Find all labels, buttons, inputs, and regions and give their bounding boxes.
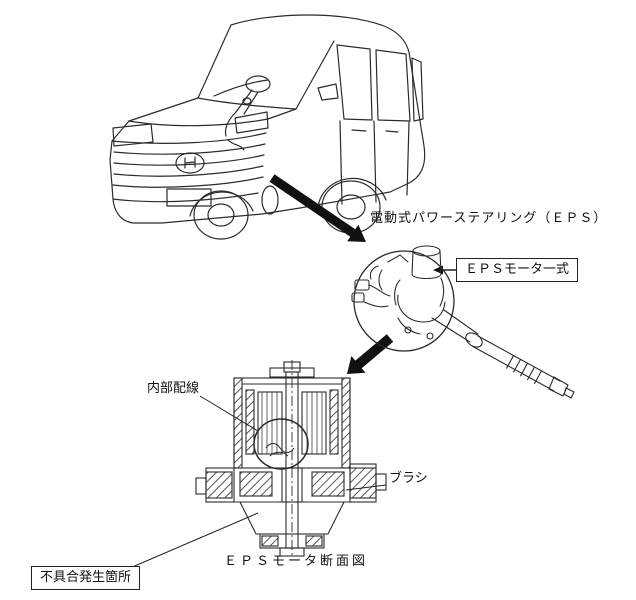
brush-left — [239, 471, 273, 497]
internal-wiring-label: 内部配線 — [147, 381, 200, 396]
arrow-van-to-assembly — [269, 174, 366, 242]
defect-location-label: 不具合発生箇所 — [31, 566, 141, 590]
van-illustration — [109, 14, 426, 240]
cross-section-caption: ＥＰＳモータ断面図 — [224, 554, 369, 569]
brush-label: ブラシ — [389, 471, 428, 486]
internal-wiring-highlight-circle — [253, 418, 309, 470]
leader-lines — [129, 395, 387, 569]
eps-system-label: 電動式パワーステアリング（ＥＰＳ） — [370, 211, 608, 226]
magnifier-circle — [353, 250, 455, 352]
leader-internal-wiring — [199, 395, 259, 432]
eps-motor-assembly-label: ＥＰＳモータ一式 — [456, 258, 579, 282]
leader-defect-location — [129, 512, 259, 569]
brush-right — [311, 471, 345, 497]
motor-cross-section-illustration — [195, 360, 387, 557]
steering-assembly-illustration — [351, 245, 575, 399]
leader-brush — [345, 484, 387, 491]
callout-arrows — [269, 174, 456, 374]
honda-logo-icon — [175, 152, 205, 174]
arrow-assembly-to-motor — [347, 334, 394, 374]
